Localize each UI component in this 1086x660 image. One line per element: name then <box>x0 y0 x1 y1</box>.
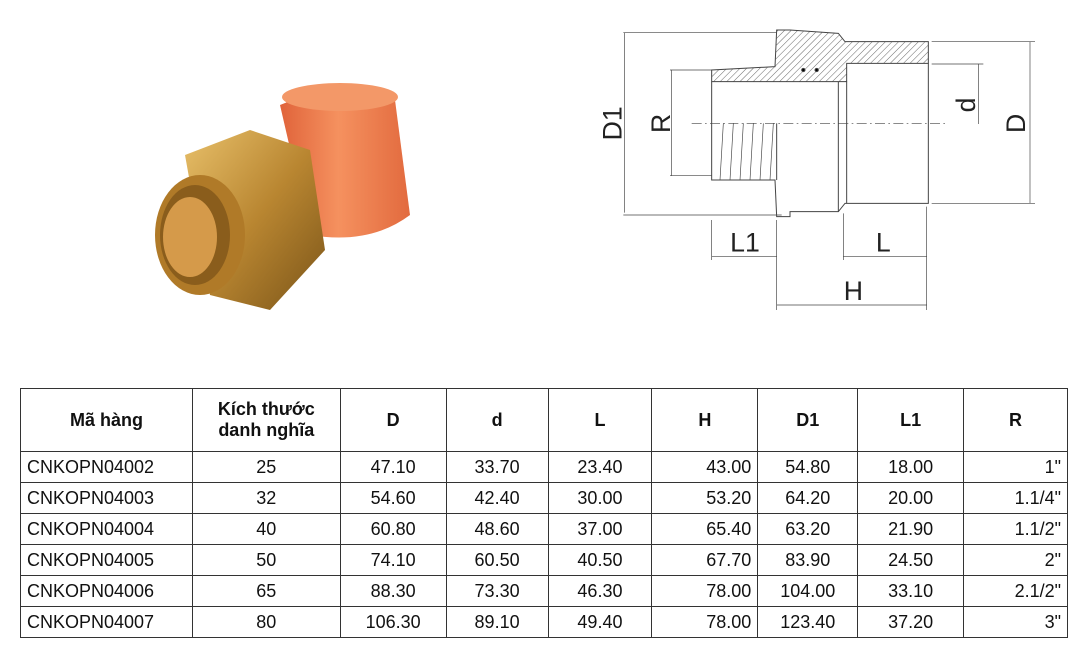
header-d: d <box>445 388 549 452</box>
header-L: L <box>547 388 653 452</box>
cell-d: 88.30 <box>339 575 447 607</box>
label-L1: L1 <box>730 228 760 258</box>
cell-h: 78.00 <box>651 606 759 638</box>
cell-d: 48.60 <box>445 513 549 545</box>
cell-code: CNKOPN04005 <box>20 544 193 576</box>
header-size-line1: Kích thước <box>217 399 315 419</box>
cell-d1: 104.00 <box>757 575 859 607</box>
brass-thread <box>155 175 245 295</box>
cell-l1: 18.00 <box>857 451 965 483</box>
cell-d: 60.50 <box>445 544 549 576</box>
cell-size: 40 <box>191 513 341 545</box>
header-D1: D1 <box>757 388 859 452</box>
cell-l: 30.00 <box>547 482 653 514</box>
cell-d1: 83.90 <box>757 544 859 576</box>
label-D: D <box>1001 114 1031 133</box>
header-code: Mã hàng <box>20 388 193 452</box>
cell-code: CNKOPN04002 <box>20 451 193 483</box>
cell-l: 23.40 <box>547 451 653 483</box>
cell-code: CNKOPN04006 <box>20 575 193 607</box>
cell-code: CNKOPN04007 <box>20 606 193 638</box>
cell-h: 65.40 <box>651 513 759 545</box>
cell-size: 25 <box>191 451 341 483</box>
cell-d: 74.10 <box>339 544 447 576</box>
cell-d1: 54.80 <box>757 451 859 483</box>
cell-r: 2.1/2" <box>963 575 1068 607</box>
cell-l: 40.50 <box>547 544 653 576</box>
cell-d: 54.60 <box>339 482 447 514</box>
cell-size: 32 <box>191 482 341 514</box>
cell-d1: 123.40 <box>757 606 859 638</box>
cell-d: 106.30 <box>339 606 447 638</box>
label-L: L <box>876 228 891 258</box>
header-H: H <box>651 388 759 452</box>
header-L1: L1 <box>857 388 965 452</box>
cell-r: 1.1/4" <box>963 482 1068 514</box>
label-D1: D1 <box>598 106 628 140</box>
cell-r: 1" <box>963 451 1068 483</box>
label-R: R <box>646 114 676 133</box>
cell-code: CNKOPN04004 <box>20 513 193 545</box>
cell-r: 2" <box>963 544 1068 576</box>
cell-l1: 37.20 <box>857 606 965 638</box>
cell-h: 67.70 <box>651 544 759 576</box>
cell-h: 53.20 <box>651 482 759 514</box>
dimension-lines <box>623 32 1035 310</box>
cell-size: 50 <box>191 544 341 576</box>
cell-d: 89.10 <box>445 606 549 638</box>
cell-size: 65 <box>191 575 341 607</box>
cell-d: 42.40 <box>445 482 549 514</box>
cell-code: CNKOPN04003 <box>20 482 193 514</box>
cell-l1: 20.00 <box>857 482 965 514</box>
cell-l1: 21.90 <box>857 513 965 545</box>
header-R: R <box>963 388 1068 452</box>
label-d: d <box>951 98 981 113</box>
header-size-line2: danh nghĩa <box>218 420 315 440</box>
cell-h: 43.00 <box>651 451 759 483</box>
cell-size: 80 <box>191 606 341 638</box>
cell-l: 49.40 <box>547 606 653 638</box>
cell-d1: 64.20 <box>757 482 859 514</box>
cell-r: 3" <box>963 606 1068 638</box>
cell-r: 1.1/2" <box>963 513 1068 545</box>
header-D: D <box>339 388 447 452</box>
cell-h: 78.00 <box>651 575 759 607</box>
technical-drawing: D1 R d D L1 L H <box>598 29 1035 310</box>
label-H: H <box>844 276 863 306</box>
cell-d: 33.70 <box>445 451 549 483</box>
cell-l1: 33.10 <box>857 575 965 607</box>
cell-d: 47.10 <box>339 451 447 483</box>
cell-d: 73.30 <box>445 575 549 607</box>
product-photo-fitting <box>155 83 410 310</box>
cell-l: 46.30 <box>547 575 653 607</box>
cell-d: 60.80 <box>339 513 447 545</box>
cell-d1: 63.20 <box>757 513 859 545</box>
fitting-section <box>711 29 929 218</box>
cell-l1: 24.50 <box>857 544 965 576</box>
cell-l: 37.00 <box>547 513 653 545</box>
